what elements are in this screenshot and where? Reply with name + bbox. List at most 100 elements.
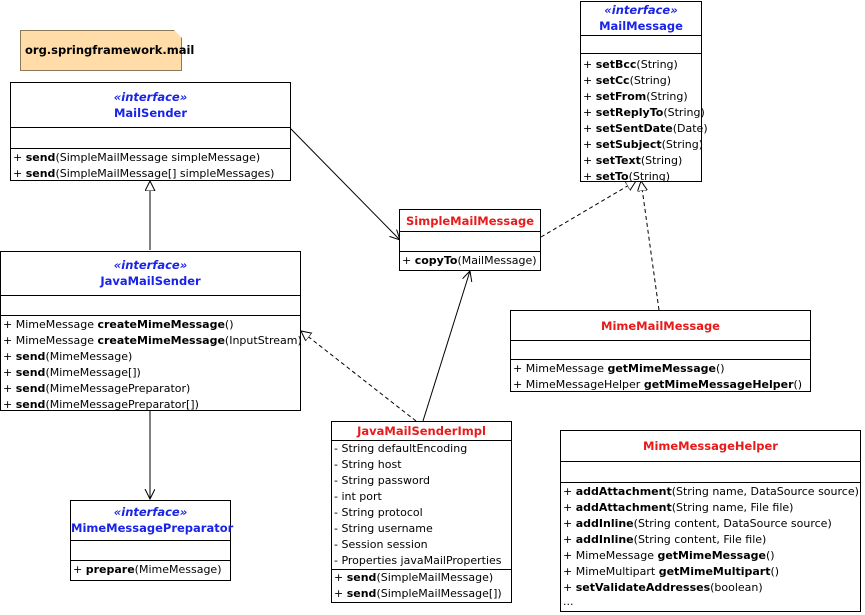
- edge-mimemailmessage-implements-mailmessage: [641, 181, 660, 311]
- attribute-row: - Session session: [334, 538, 428, 551]
- operation-params: (): [224, 318, 234, 331]
- attribute-row: - int port: [334, 490, 382, 503]
- class-name: MimeMessagePreparator: [71, 521, 234, 535]
- edge-javamailsenderimpl-implements-javamailsender: [301, 331, 417, 422]
- operation-row: + MimeMessage getMimeMessage(): [561, 548, 860, 564]
- operation-vis: +: [583, 74, 596, 87]
- operation-params: (String name, DataSource source): [671, 485, 859, 498]
- operation-params: (SimpleMailMessage[] simpleMessages): [55, 167, 275, 180]
- operation-row: + MimeMessage getMimeMessage(): [511, 361, 810, 377]
- operation-name: setValidateAddresses: [575, 581, 711, 594]
- attributes-compartment: [561, 462, 860, 483]
- operation-params: (Date): [672, 122, 708, 135]
- operation-row: + addAttachment(String name, File file): [561, 500, 860, 516]
- operation-vis: +: [13, 151, 26, 164]
- operation-name: copyTo: [414, 254, 458, 267]
- edge-mailsender-to-simplemailmessage: [289, 127, 400, 240]
- more-operations-ellipsis: ...: [563, 595, 574, 608]
- class-javamailsenderimpl[interactable]: JavaMailSenderImpl - String defaultEncod…: [331, 421, 512, 603]
- attributes-compartment: [71, 541, 230, 561]
- note-fold-corner: [174, 30, 182, 38]
- class-name: JavaMailSenderImpl: [357, 424, 486, 438]
- class-header: JavaMailSenderImpl: [332, 422, 511, 441]
- operation-params: (String): [646, 90, 688, 103]
- attributes-compartment: [11, 128, 290, 149]
- operation-params: (SimpleMailMessage simpleMessage): [55, 151, 261, 164]
- operation-params: (String): [661, 138, 704, 151]
- class-mailmessage[interactable]: «interface» MailMessage + setBcc(String)…: [580, 1, 708, 183]
- operation-name: getMimeMultipart: [658, 565, 771, 578]
- operation-vis: +: [583, 106, 596, 119]
- operation-name: send: [346, 587, 377, 600]
- operation-vis: +: [563, 565, 576, 578]
- class-mimemessagepreparator[interactable]: «interface» MimeMessagePreparator + prep…: [70, 500, 234, 581]
- operation-name: send: [15, 382, 46, 395]
- stereotype-label: «interface»: [113, 90, 188, 104]
- class-mimemessagehelper[interactable]: MimeMessageHelper + addAttachment(String…: [560, 430, 861, 612]
- operation-vis: +: [563, 517, 576, 530]
- operations-compartment: + copyTo(MailMessage): [400, 252, 540, 269]
- operation-name: setSubject: [595, 138, 662, 151]
- attributes-compartment: - String defaultEncoding- String host- S…: [332, 441, 511, 570]
- attribute-row: - String password: [334, 474, 431, 487]
- operation-vis: +: [583, 154, 596, 167]
- operation-params: (InputStream): [224, 334, 302, 347]
- stereotype-label: «interface»: [113, 258, 188, 272]
- operation-params: (String): [663, 106, 705, 119]
- operation-vis: +: [402, 254, 415, 267]
- operation-row: + copyTo(MailMessage): [400, 253, 540, 269]
- operation-name: getMimeMessage: [657, 549, 766, 562]
- operation-params: (MimeMessagePreparator[]): [45, 398, 199, 411]
- operation-row: + prepare(MimeMessage): [71, 562, 230, 578]
- operation-row: + send(MimeMessagePreparator): [1, 381, 300, 397]
- operation-vis: +: [334, 571, 347, 584]
- operation-vis: +: [3, 398, 16, 411]
- attributes-compartment: [581, 36, 701, 54]
- operation-name: setFrom: [595, 90, 647, 103]
- operation-name: addInline: [575, 533, 634, 546]
- operation-params: (String name, File file): [671, 501, 794, 514]
- operation-row: + MimeMessage createMimeMessage(InputStr…: [1, 333, 302, 349]
- operation-name: addAttachment: [575, 485, 672, 498]
- operation-row: + setCc(String): [581, 73, 701, 89]
- class-simplemailmessage[interactable]: SimpleMailMessage + copyTo(MailMessage): [399, 209, 541, 271]
- operation-name: setReplyTo: [595, 106, 664, 119]
- class-header: «interface» JavaMailSender: [1, 252, 300, 296]
- stereotype-label: «interface»: [604, 3, 678, 17]
- operation-vis: +: [73, 563, 86, 576]
- operation-row: + send(MimeMessage[]): [1, 365, 300, 381]
- class-name: JavaMailSender: [100, 274, 201, 288]
- class-mimemailmessage[interactable]: MimeMailMessage + MimeMessage getMimeMes…: [510, 310, 811, 392]
- operations-compartment: + send(SimpleMailMessage)+ send(SimpleMa…: [332, 570, 511, 602]
- operations-compartment: + prepare(MimeMessage): [71, 561, 230, 578]
- operation-row: + setValidateAddresses(boolean): [561, 580, 860, 596]
- operation-name: setText: [595, 154, 641, 167]
- package-note-text: org.springframework.mail: [25, 43, 195, 57]
- operation-params: (): [770, 565, 780, 578]
- operation-vis: +: [583, 122, 596, 135]
- operation-params: (boolean): [710, 581, 763, 594]
- operation-vis: +: [583, 58, 596, 71]
- operation-vis: +: [563, 581, 576, 594]
- class-javamailsender[interactable]: «interface» JavaMailSender + MimeMessage…: [0, 251, 302, 413]
- class-name: MailMessage: [599, 19, 683, 33]
- operation-name: addInline: [575, 517, 634, 530]
- operations-compartment: + MimeMessage createMimeMessage()+ MimeM…: [1, 316, 302, 413]
- operation-row: + MimeMessageHelper getMimeMessageHelper…: [511, 377, 810, 393]
- operation-name: send: [346, 571, 377, 584]
- operation-ret: MimeMessage: [575, 549, 658, 562]
- class-header: MimeMessageHelper: [561, 431, 860, 462]
- attribute-row: - String protocol: [334, 506, 423, 519]
- operation-vis: +: [3, 366, 16, 379]
- operation-params: (MimeMessage[]): [45, 366, 141, 379]
- operation-name: send: [15, 350, 46, 363]
- operation-name: setTo: [595, 170, 629, 183]
- stereotype-label: «interface»: [113, 505, 188, 519]
- operation-name: prepare: [85, 563, 135, 576]
- operation-name: createMimeMessage: [97, 334, 225, 347]
- operation-vis: +: [563, 549, 576, 562]
- operation-params: (MimeMessage): [134, 563, 222, 576]
- class-mailsender[interactable]: «interface» MailSender + send(SimpleMail…: [10, 82, 291, 181]
- operation-row: + send(MimeMessagePreparator[]): [1, 397, 300, 413]
